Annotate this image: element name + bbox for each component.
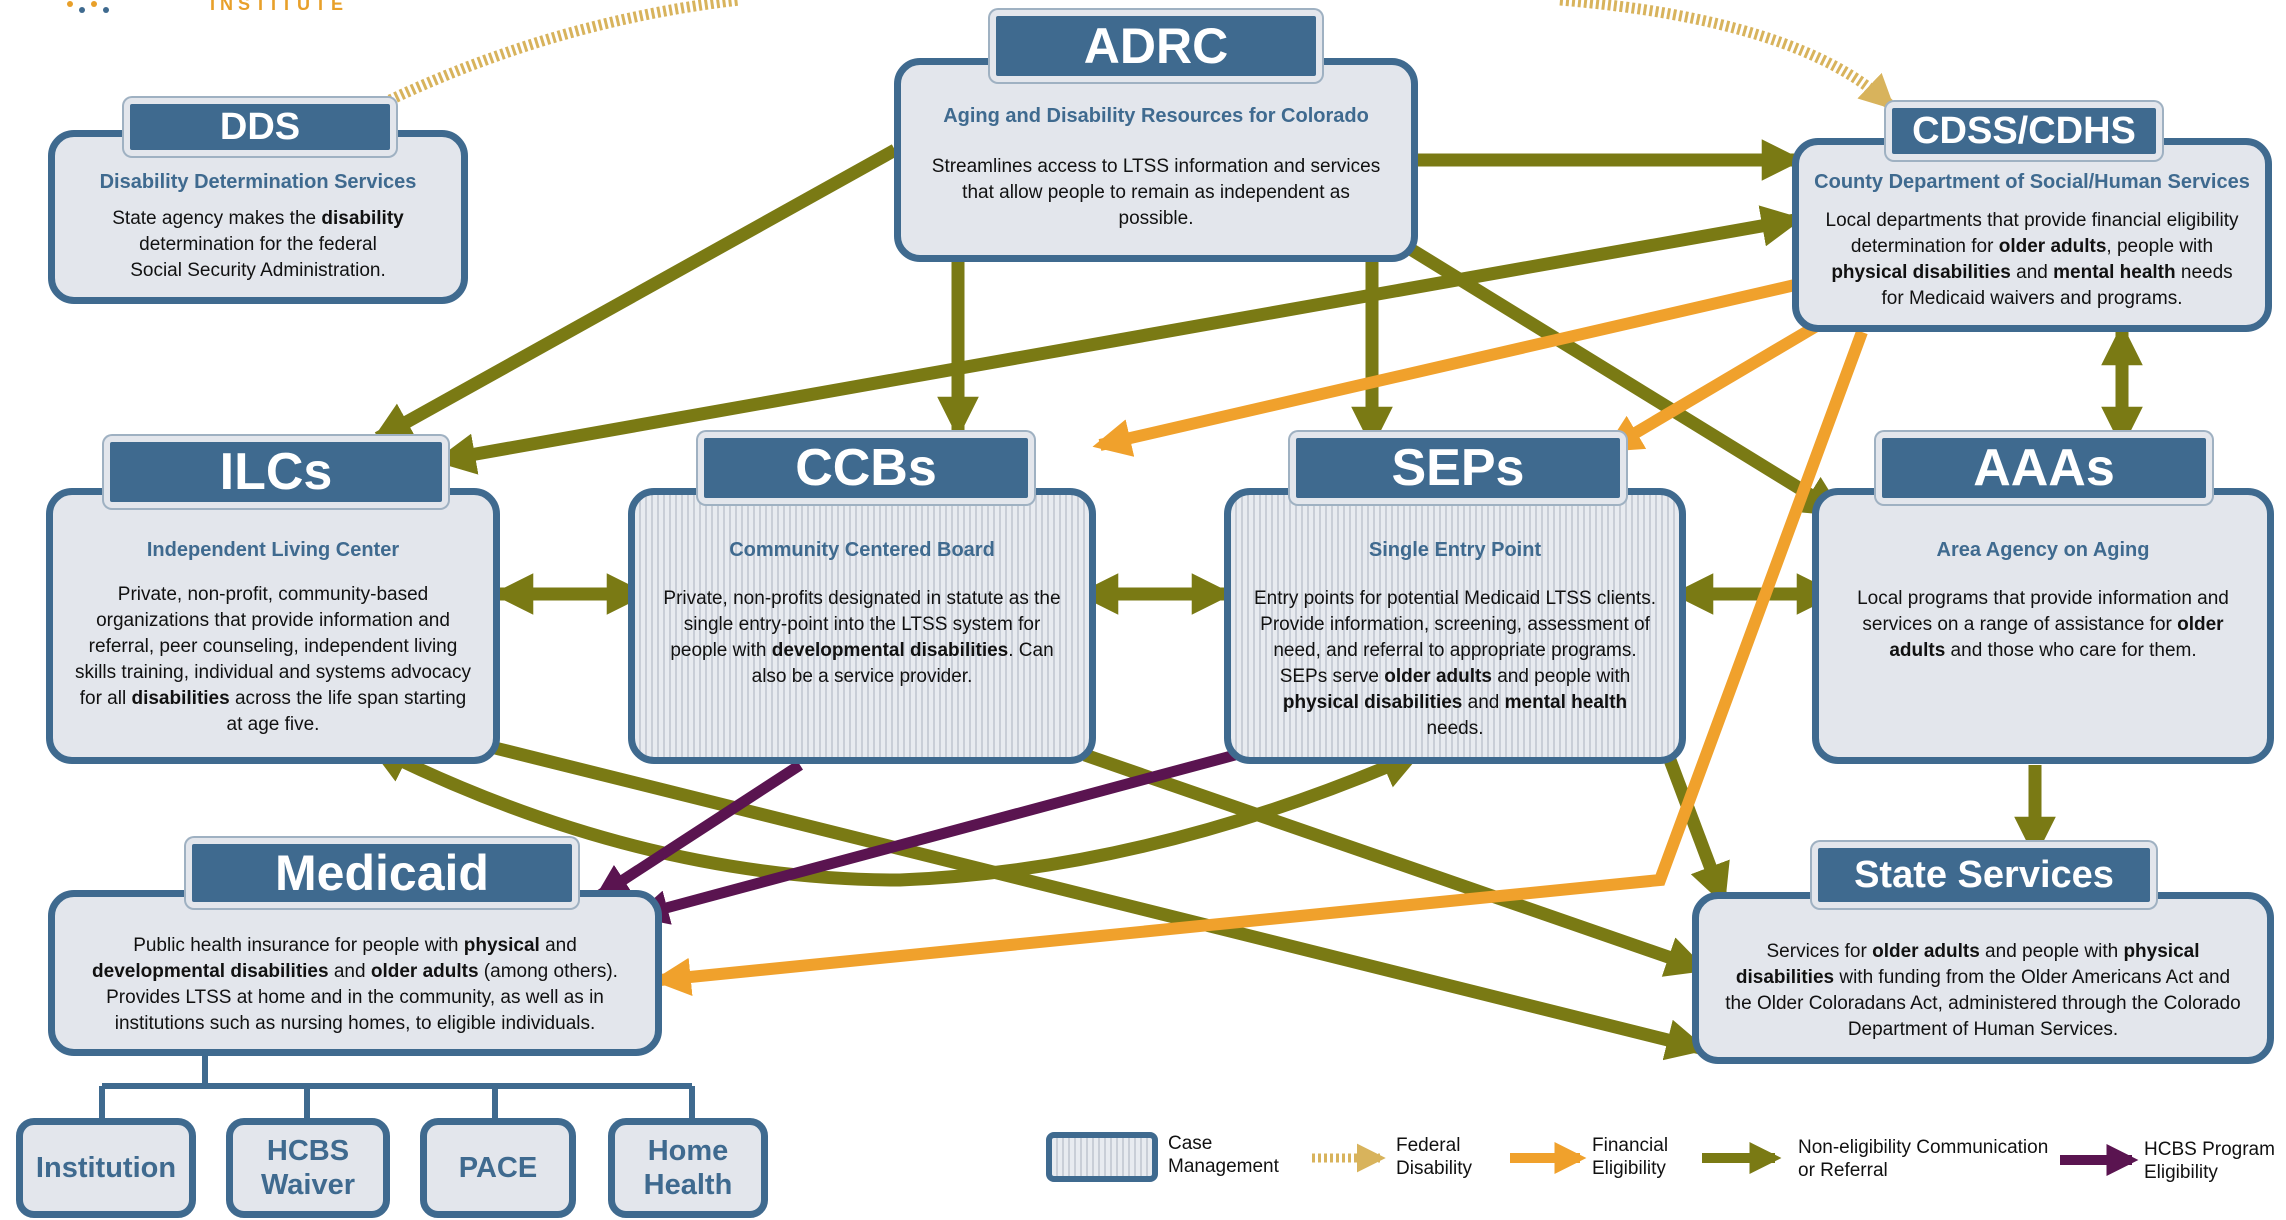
cdss-subtitle: County Department of Social/Human Servic… <box>1814 171 2250 193</box>
medicaid-child-hcbs-waiver: HCBS Waiver <box>226 1118 390 1218</box>
arrow-ilcs-state <box>493 741 1709 1061</box>
ccbs-title: CCBs <box>698 432 1034 504</box>
legend-case-management-label: Case Management <box>1168 1133 1279 1177</box>
seps-title: SEPs <box>1290 432 1626 504</box>
ilcs-subtitle: Independent Living Center <box>146 539 400 561</box>
legend-noneligibility-label: Non-eligibility Communication or Referra… <box>1798 1137 2049 1181</box>
dds-subtitle: Disability Determination Services <box>99 171 417 193</box>
medicaid-child-home-health: Home Health <box>608 1118 768 1218</box>
arrow-seps-medicaid <box>633 749 1237 925</box>
medicaid-title: Medicaid <box>186 838 578 908</box>
medicaid-child-institution: Institution <box>16 1118 196 1218</box>
medicaid-child-pace: PACE <box>420 1118 576 1218</box>
node-cdss: County Department of Social/Human Servic… <box>1792 102 2272 332</box>
aaas-description: Local programs that provide information … <box>1857 588 2229 661</box>
dds-title: DDS <box>124 98 396 156</box>
node-seps: Single Entry Point Entry points for pote… <box>1224 432 1686 764</box>
aaas-title: AAAs <box>1876 432 2212 504</box>
arrow-cdss-seps <box>1603 312 1834 454</box>
ilcs-title: ILCs <box>104 436 448 508</box>
ilcs-description: Private, non-profit, community-based org… <box>74 584 471 735</box>
aaas-subtitle: Area Agency on Aging <box>1936 539 2150 561</box>
arrow-dds-federal <box>387 0 741 105</box>
adrc-description: Streamlines access to LTSS information a… <box>931 156 1381 229</box>
medicaid-description: Public health insurance for people with … <box>92 935 618 1034</box>
legend-financial-label: Financial Eligibility <box>1592 1135 1669 1179</box>
node-ccbs: Community Centered Board Private, non-pr… <box>628 432 1096 764</box>
node-dds: Disability Determination Services State … <box>48 98 468 304</box>
arrow-ccbs-medicaid <box>594 760 803 900</box>
logo-text: INSTITUTE <box>210 0 348 14</box>
adrc-title: ADRC <box>990 10 1322 82</box>
node-state-services: Services for older adults and people wit… <box>1692 842 2274 1064</box>
arrow-cdss-medicaid <box>652 329 1868 997</box>
state-services-description: Services for older adults and people wit… <box>1725 941 2241 1040</box>
arrow-federal-cdss <box>1559 0 1896 110</box>
adrc-subtitle: Aging and Disability Resources for Color… <box>943 105 1369 127</box>
seps-description: Entry points for potential Medicaid LTSS… <box>1253 588 1656 739</box>
legend-case-management-swatch <box>1046 1132 1158 1182</box>
node-adrc: Aging and Disability Resources for Color… <box>894 10 1418 262</box>
node-ilcs: Independent Living Center Private, non-p… <box>46 436 500 764</box>
node-medicaid: Public health insurance for people with … <box>48 838 662 1056</box>
cdss-title: CDSS/CDHS <box>1886 102 2162 160</box>
arrow-cdss-ilcs <box>433 205 1804 475</box>
arrow-seps-state <box>1663 757 1730 906</box>
ccbs-description: Private, non-profits designated in statu… <box>663 588 1061 687</box>
node-aaas: Area Agency on Aging Local programs that… <box>1812 432 2274 764</box>
legend-hcbs-label: HCBS Program Eligibility <box>2144 1139 2275 1183</box>
cdss-description: Local departments that provide financial… <box>1825 210 2239 309</box>
legend-federal-label: Federal Disability <box>1396 1135 1473 1179</box>
seps-subtitle: Single Entry Point <box>1368 539 1542 561</box>
logo-mark <box>67 1 109 13</box>
arrow-ccbs-state <box>1082 748 1708 977</box>
state-services-title: State Services <box>1812 842 2156 908</box>
ccbs-subtitle: Community Centered Board <box>729 539 995 561</box>
dds-description: State agency makes the disability determ… <box>112 208 404 281</box>
arrow-cdss-ccbs <box>1092 279 1797 457</box>
